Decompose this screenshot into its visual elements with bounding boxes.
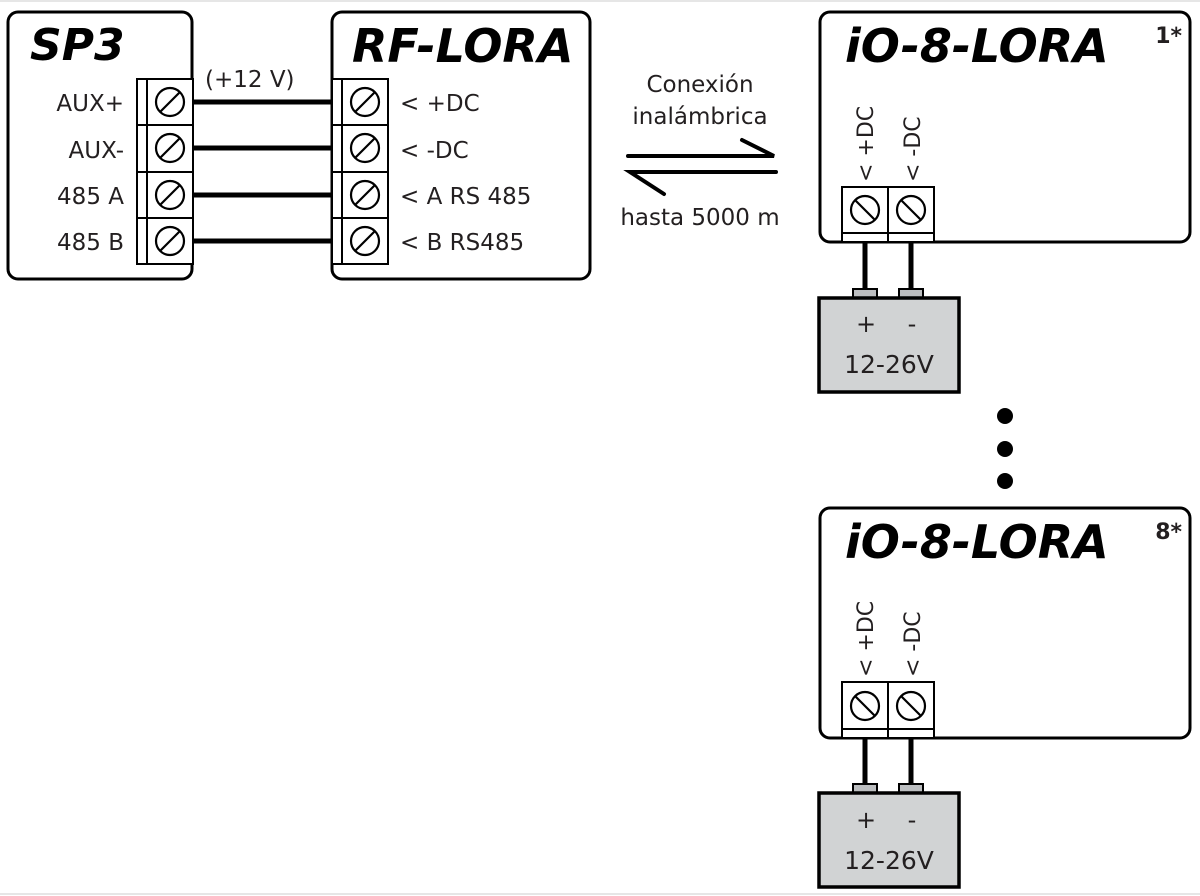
- rf-lora-terminal-label-dc-minus: < -DC: [400, 138, 469, 164]
- battery-1-minus-sign: -: [908, 310, 917, 338]
- link-label-line2: inalámbrica: [632, 104, 767, 130]
- battery-8-voltage: 12-26V: [844, 846, 934, 875]
- io8-box-8: [818, 506, 1192, 740]
- screw-terminal-icon: [154, 225, 186, 257]
- io8-title-8: iO-8-LORA: [845, 515, 1109, 569]
- battery-1-voltage: 12-26V: [844, 350, 934, 379]
- rf-lora-terminal-label-b-rs485: < B RS485: [400, 230, 524, 256]
- io8-index-1: 1*: [1155, 24, 1182, 49]
- rf-lora-title: RF-LORA: [352, 19, 573, 73]
- screw-terminal-icon: [154, 86, 186, 118]
- rf-lora-module: RF-LORA < +DC < -DC < A RS 485 < B RS485: [330, 10, 592, 281]
- battery-1: + - 12-26V: [817, 288, 961, 394]
- screw-terminal-icon: [349, 225, 381, 257]
- screw-terminal-icon: [849, 194, 881, 226]
- sp3-terminal-label-aux-minus: AUX-: [69, 138, 124, 164]
- battery-1-plus-sign: +: [856, 310, 876, 338]
- voltage-label: (+12 V): [205, 67, 295, 93]
- io8-1-terminal-label-dc-plus: < +DC: [854, 106, 879, 182]
- io8-8-terminal-label-dc-plus: < +DC: [854, 601, 879, 677]
- io8-title-1: iO-8-LORA: [845, 19, 1109, 73]
- sp3-title: SP3: [30, 20, 125, 71]
- sp3-terminal-label-485b: 485 B: [57, 230, 124, 256]
- vertical-ellipsis-icon: [997, 408, 1013, 489]
- io8-1-terminal-block: [841, 186, 935, 243]
- battery-8-plus-sign: +: [856, 806, 876, 834]
- bidirectional-arrow-icon: [623, 138, 778, 196]
- io8-lora-module-1: iO-8-LORA 1* < +DC < -DC + - 12-26V: [817, 10, 1192, 394]
- rf-lora-terminal-label-dc-plus: < +DC: [400, 91, 480, 117]
- link-label-line1: Conexión: [646, 72, 753, 98]
- screw-terminal-icon: [849, 690, 881, 722]
- screw-terminal-icon: [895, 690, 927, 722]
- screw-terminal-icon: [349, 179, 381, 211]
- io8-8-terminal-label-dc-minus: < -DC: [901, 611, 926, 677]
- io8-lora-module-8: iO-8-LORA 8* < +DC < -DC + - 12-26V: [817, 506, 1192, 889]
- sp3-module: SP3 AUX+ AUX- 485 A 485 B: [6, 10, 194, 281]
- screw-terminal-icon: [349, 86, 381, 118]
- battery-8-body: [817, 791, 961, 889]
- io8-box-1: [818, 10, 1192, 244]
- screw-terminal-icon: [154, 132, 186, 164]
- io8-8-terminal-block: [841, 681, 935, 739]
- rf-lora-terminal-block: [331, 78, 389, 265]
- battery-1-body: [817, 296, 961, 394]
- sp3-terminal-block: [136, 78, 194, 265]
- screw-terminal-icon: [349, 132, 381, 164]
- screw-terminal-icon: [895, 194, 927, 226]
- io8-index-8: 8*: [1155, 520, 1182, 545]
- link-distance-label: hasta 5000 m: [620, 205, 779, 231]
- io8-1-terminal-label-dc-minus: < -DC: [901, 116, 926, 182]
- screw-terminal-icon: [154, 179, 186, 211]
- wireless-link: Conexión inalámbrica hasta 5000 m: [620, 72, 779, 231]
- sp3-terminal-label-485a: 485 A: [57, 184, 124, 210]
- battery-8-minus-sign: -: [908, 806, 917, 834]
- battery-8: + - 12-26V: [817, 783, 961, 889]
- bus-wires: [193, 99, 332, 244]
- rf-lora-terminal-label-a-rs485: < A RS 485: [400, 184, 531, 210]
- sp3-terminal-label-aux-plus: AUX+: [56, 91, 124, 117]
